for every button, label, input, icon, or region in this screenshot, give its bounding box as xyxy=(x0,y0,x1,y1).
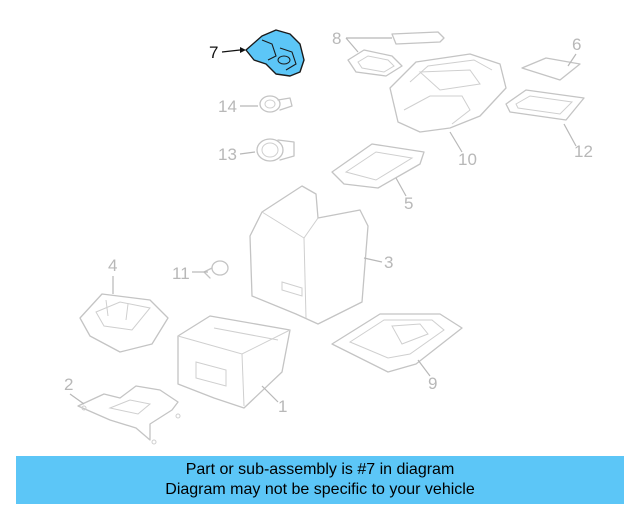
callout-8: 8 xyxy=(332,29,341,48)
callout-7: 7 xyxy=(209,43,218,62)
part-11 xyxy=(203,260,229,279)
callout-2: 2 xyxy=(64,375,73,394)
part-10 xyxy=(389,53,507,133)
diagram-note-banner: Part or sub-assembly is #7 in diagram Di… xyxy=(16,456,624,504)
part-14 xyxy=(259,95,293,113)
part-12 xyxy=(505,89,585,121)
callout-13: 13 xyxy=(218,145,237,164)
part-7-highlighted[interactable] xyxy=(245,29,305,77)
part-5 xyxy=(331,143,425,189)
callout-6: 6 xyxy=(572,35,581,54)
callout-12: 12 xyxy=(574,142,593,161)
banner-line-2: Diagram may not be specific to your vehi… xyxy=(165,481,475,498)
callout-14: 14 xyxy=(218,97,237,116)
callout-1: 1 xyxy=(278,397,287,416)
banner-line-1: Part or sub-assembly is #7 in diagram xyxy=(185,461,455,478)
callout-5: 5 xyxy=(404,194,413,213)
part-1 xyxy=(177,315,291,409)
part-4 xyxy=(79,293,169,353)
parts-diagram: 7 8 6 10 12 14 13 xyxy=(64,29,593,445)
part-13 xyxy=(256,138,295,162)
part-3 xyxy=(249,185,369,325)
callout-10: 10 xyxy=(458,150,477,169)
part-8 xyxy=(347,31,445,77)
callout-3: 3 xyxy=(384,253,393,272)
part-2 xyxy=(77,385,181,445)
callout-11: 11 xyxy=(172,264,190,283)
callout-4: 4 xyxy=(108,256,117,275)
callout-9: 9 xyxy=(428,374,437,393)
part-6 xyxy=(521,57,581,81)
part-9 xyxy=(331,313,463,373)
